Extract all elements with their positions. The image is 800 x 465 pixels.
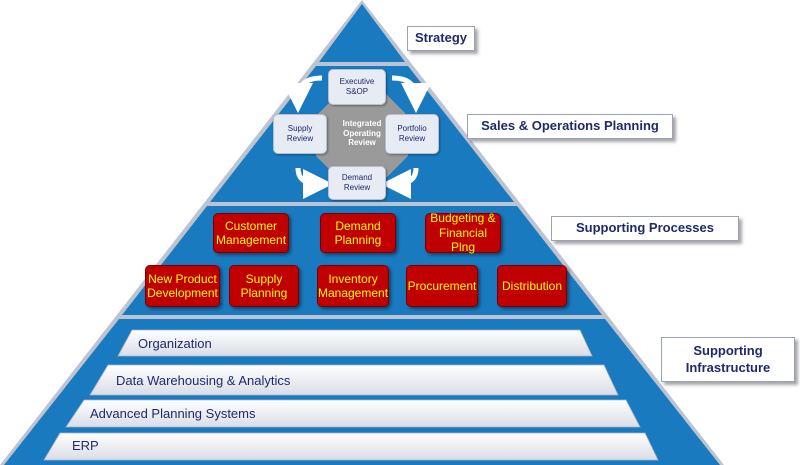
tier-label-strategy: Strategy xyxy=(407,26,475,51)
tier-label-sop: Sales & Operations Planning xyxy=(467,114,673,139)
process-new-product-development: New Product Development xyxy=(145,265,220,307)
process-procurement: Procurement xyxy=(406,265,478,307)
infra-data-warehousing: Data Warehousing & Analytics xyxy=(116,373,291,388)
infra-band-aps xyxy=(65,399,641,428)
sop-node-supply: Supply Review xyxy=(273,114,327,154)
infra-organization: Organization xyxy=(138,336,212,351)
cycle-arrow-bottom-right xyxy=(381,167,419,199)
infra-band-data-warehousing xyxy=(89,364,619,396)
infra-band-organization xyxy=(117,329,593,357)
process-demand-planning: Demand Planning xyxy=(320,213,396,253)
infra-erp: ERP xyxy=(72,438,99,453)
process-customer-management: Customer Management xyxy=(213,213,289,253)
process-inventory-management: Inventory Management xyxy=(317,265,389,307)
cycle-arrow-top-right xyxy=(391,75,431,113)
infra-band-erp xyxy=(43,432,659,461)
process-supply-planning: Supply Planning xyxy=(229,265,299,307)
cycle-arrow-bottom-left xyxy=(295,167,333,199)
tier-label-supporting-processes: Supporting Processes xyxy=(551,216,739,241)
sop-node-demand: Demand Review xyxy=(328,166,386,200)
sop-node-executive: Executive S&OP xyxy=(328,69,386,105)
tier-label-supporting-infrastructure: Supporting Infrastructure xyxy=(661,337,795,382)
sop-center-label: Integrated Operating Review xyxy=(342,119,382,148)
sop-center-octagon xyxy=(316,92,408,180)
process-distribution: Distribution xyxy=(497,265,567,307)
cycle-arrow-top-left xyxy=(283,75,323,113)
process-budgeting: Budgeting & Financial Plng xyxy=(425,211,501,254)
infra-advanced-planning: Advanced Planning Systems xyxy=(90,406,256,421)
pyramid-tier-strategy xyxy=(319,4,405,62)
sop-node-portfolio: Portfolio Review xyxy=(385,114,439,154)
